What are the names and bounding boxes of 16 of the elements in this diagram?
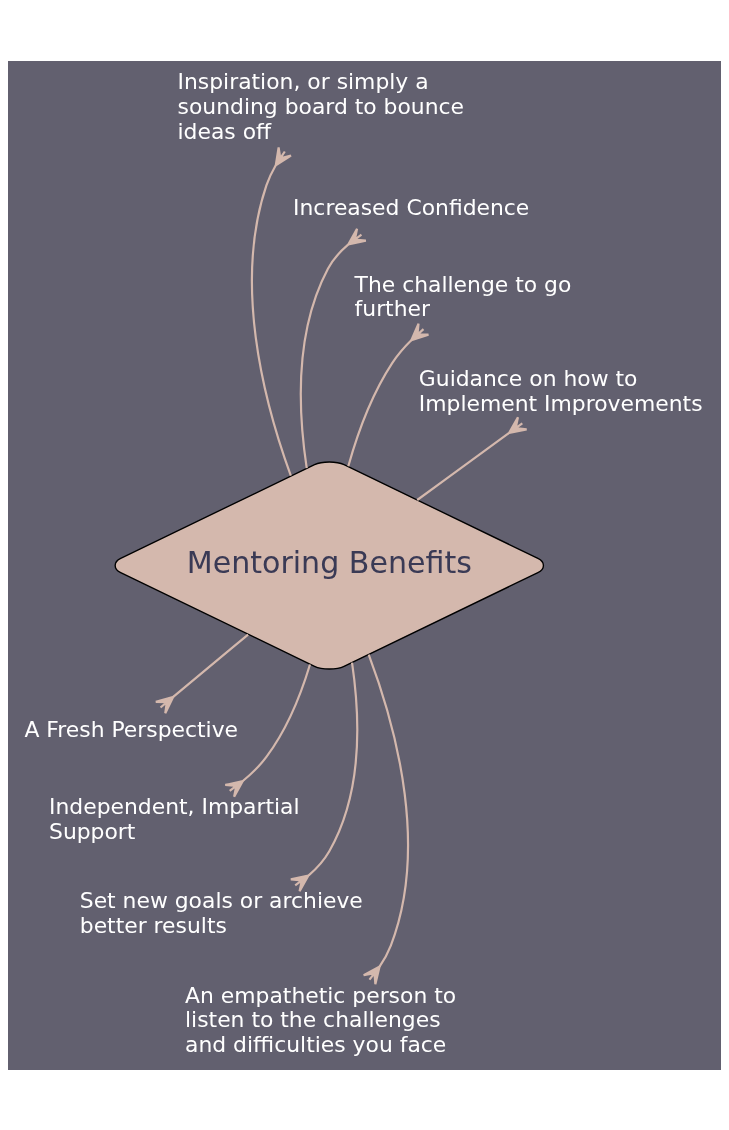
connector <box>224 663 312 798</box>
node-text: Set new goals or archieve better results <box>79 887 363 938</box>
connector <box>362 653 410 985</box>
connector <box>416 415 528 501</box>
node-text: Inspiration, or simply a sounding board to bounce ideas off <box>177 68 465 144</box>
node-text: Independent, Impartial Support <box>49 793 300 844</box>
node-text: The challenge to go further <box>354 271 572 321</box>
node-text: A Fresh Perspective <box>24 716 239 742</box>
node-text: An empathetic person to listen to the challenges and difficulties you face <box>185 982 457 1057</box>
node-text: Increased Confidence <box>293 194 530 220</box>
connector <box>250 145 293 476</box>
connector <box>154 633 249 714</box>
connector <box>299 227 367 468</box>
connector <box>347 322 430 467</box>
connector <box>289 661 359 892</box>
node-text: Guidance on how to Implement Improvements <box>418 365 703 416</box>
